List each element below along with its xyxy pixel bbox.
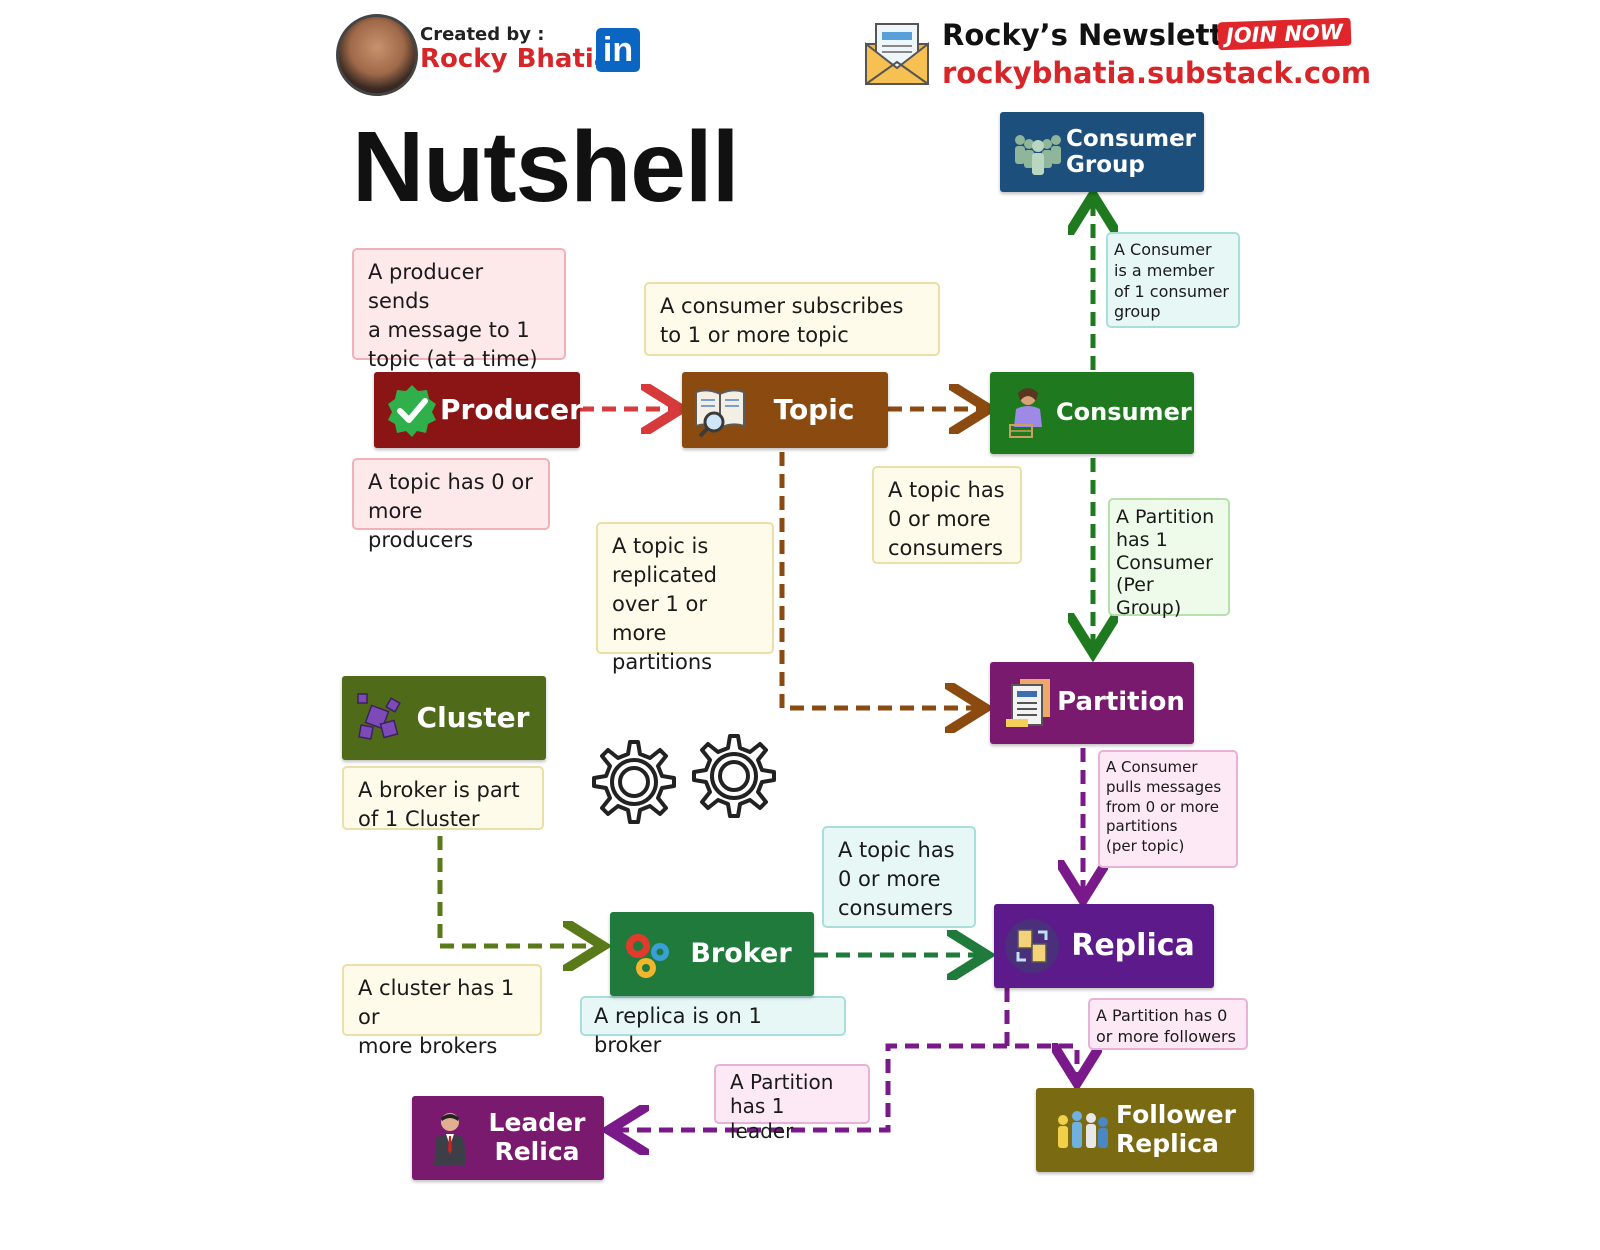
crowd-icon	[1058, 1111, 1108, 1148]
consumer-label: Consumer	[1056, 398, 1192, 427]
author-name[interactable]: Rocky Bhatia	[420, 44, 612, 74]
newsletter-url[interactable]: rockybhatia.substack.com	[942, 56, 1372, 90]
consumer-group-label: Consumer Group	[1066, 125, 1197, 178]
author-avatar	[336, 14, 418, 96]
page-title: Nutshell	[352, 111, 739, 223]
producer-node[interactable]: Producer	[374, 372, 583, 448]
topic-label: Topic	[773, 392, 855, 426]
broker-label: Broker	[690, 938, 792, 970]
note-replica-broker: A replica is on 1 broker	[580, 996, 846, 1057]
replica-label: Replica	[1071, 927, 1195, 963]
arrow-cluster-broker	[437, 836, 598, 946]
note-topic-replicated: A topic is replicated over 1 or more par…	[596, 522, 774, 674]
checkmark-badge-icon	[388, 385, 436, 437]
producer-label: Producer	[440, 392, 583, 426]
shopper-icon	[1009, 388, 1042, 438]
follower-replica-label: Follower Replica	[1116, 1100, 1236, 1158]
newsletter-title: Rocky’s Newsletter	[942, 18, 1258, 52]
book-search-icon	[695, 389, 745, 438]
note-topic-consumers: A topic has 0 or more consumers	[872, 466, 1022, 564]
people-group-icon	[1015, 135, 1061, 175]
replicate-icon	[1005, 919, 1059, 973]
documents-icon	[1006, 679, 1050, 727]
note-consumer-pulls: A Consumer pulls messages from 0 or more…	[1098, 750, 1238, 868]
arrow-replica-follower	[1004, 988, 1077, 1078]
businessman-icon	[434, 1113, 466, 1166]
note-consumer-member: A Consumer is a member of 1 consumer gro…	[1106, 232, 1240, 328]
colored-gears-icon	[626, 934, 669, 978]
note-broker-cluster: A broker is part of 1 Cluster	[342, 766, 544, 831]
gears-icon	[592, 734, 776, 824]
linkedin-icon[interactable]: in	[596, 28, 640, 72]
note-partition-leader: A Partition has 1 leader	[714, 1064, 870, 1143]
note-partition-consumer: A Partition has 1 Consumer (Per Group)	[1108, 498, 1230, 619]
cluster-label: Cluster	[416, 700, 530, 734]
note-cluster-brokers: A cluster has 1 or more brokers	[342, 964, 542, 1058]
consumer-node[interactable]: Consumer	[990, 372, 1194, 454]
note-producer-sends: A producer sends a message to 1 topic (a…	[352, 248, 566, 371]
topic-node[interactable]: Topic	[682, 372, 888, 448]
created-by-label: Created by :	[420, 24, 545, 45]
newsletter-envelope-icon	[865, 23, 929, 85]
note-topic-producers: A topic has 0 or more producers	[352, 458, 550, 552]
broker-node[interactable]: Broker	[610, 912, 814, 996]
note-consumer-subscribes: A consumer subscribes to 1 or more topic	[644, 282, 940, 356]
consumer-group-node[interactable]: Consumer Group	[1000, 112, 1204, 192]
arrow-replica-leader	[614, 1043, 1007, 1130]
cluster-node[interactable]: Cluster	[342, 676, 546, 760]
leader-replica-node[interactable]: Leader Relica	[412, 1096, 604, 1180]
arrow-topic-partition	[779, 452, 980, 708]
note-topic-consumers-2: A topic has 0 or more consumers	[822, 826, 976, 928]
partition-label: Partition	[1057, 687, 1185, 718]
leader-replica-label: Leader Relica	[488, 1108, 586, 1166]
replica-node[interactable]: Replica	[994, 904, 1214, 988]
note-partition-followers: A Partition has 0 or more followers	[1088, 998, 1248, 1050]
follower-replica-node[interactable]: Follower Replica	[1036, 1088, 1254, 1172]
partition-node[interactable]: Partition	[990, 662, 1194, 744]
cubes-cluster-icon	[357, 693, 401, 740]
